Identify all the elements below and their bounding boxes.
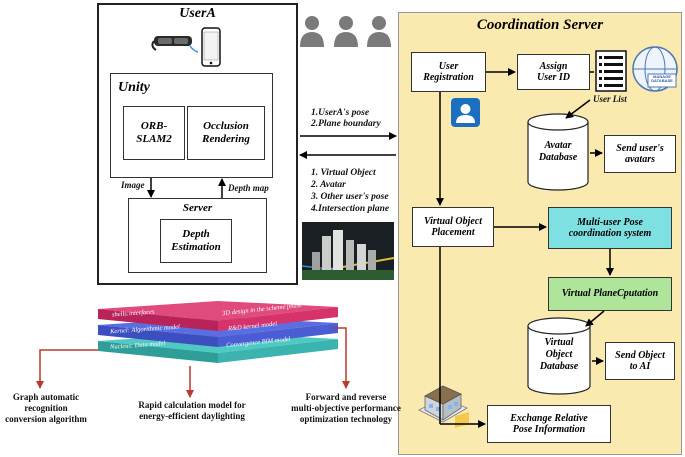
smartphone-icon [201,27,221,67]
list-document-icon [595,50,627,92]
multi-user-pose-box: Multi-user Pose coordination system [548,207,672,249]
exchange-pose-box: Exchange Relative Pose Information [487,405,611,443]
send-avatars-box: Send user's avatars [604,135,676,173]
to-user-label: 1. Virtual Object 2. Avatar 3. Other use… [311,168,390,214]
graph-recognition-label: Graph automatic recognition conversion a… [5,392,87,424]
database-globe-icon [632,46,678,92]
unity-title: Unity [118,80,150,95]
orbslam-box: ORB- SLAM2 [123,106,185,160]
avatar-database-label: Avatar Database [538,140,578,163]
user-badge-icon [451,98,480,127]
virtual-object-database-cylinder [527,317,591,395]
person-icon [300,16,324,47]
bim-layer-stack [98,301,338,363]
forward-reverse-label: Forward and reverse multi-objective perf… [291,392,401,424]
virtual-object-database-label: Virtual Object Database [539,337,579,372]
virtual-plane-computation-box: Virtual PlaneCputation [548,277,672,311]
vr-headset-icon [151,36,198,54]
to-server-label: 1.UserA's pose 2.Plane boundary [311,108,381,130]
server-title: Server [182,202,213,214]
image-label: Image [121,180,145,190]
person-icon [334,16,358,47]
assign-user-id-box: Assign User ID [517,54,590,90]
manage-database-badge: MANAGE DATABASE [651,74,673,84]
virtual-object-placement-box: Virtual Object Placement [412,207,494,247]
person-icon [367,16,391,47]
user-registration-box: User Registration [411,52,486,92]
depth-estimation-box: Depth Estimation [160,219,232,263]
send-object-box: Send Object to AI [605,342,675,380]
coordination-title: Coordination Server [476,17,604,33]
occlusion-rendering-box: Occlusion Rendering [187,106,265,160]
depth-map-label: Depth map [228,183,269,193]
usera-title: UserA [179,6,216,21]
city-scene-thumbnail [302,222,394,280]
rapid-calculation-label: Rapid calculation model for energy-effic… [138,400,246,421]
user-list-label: User List [593,94,627,104]
